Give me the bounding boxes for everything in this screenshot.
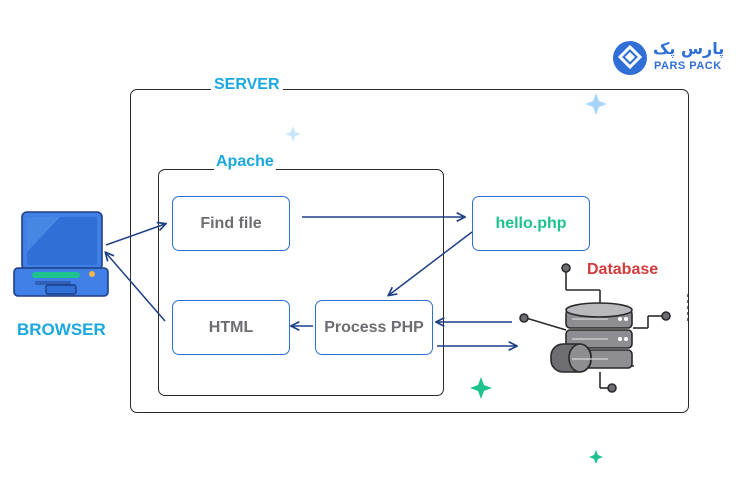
- sparkle-icon: [470, 377, 492, 399]
- server-container: [130, 89, 689, 413]
- apache-title: Apache: [214, 153, 276, 171]
- sparkle-icon: [585, 93, 607, 115]
- browser-label: BROWSER: [17, 320, 106, 339]
- arrow-browser-to-find: [105, 224, 165, 246]
- find-file-node: Find file: [172, 196, 290, 251]
- database-label: Database: [587, 261, 659, 278]
- laptop-icon: [13, 211, 109, 297]
- sparkle-icon: [589, 450, 603, 464]
- database-icon: [519, 263, 671, 393]
- brand-name-fa: پارس پک: [653, 39, 725, 58]
- pars-pack-logo-icon: [613, 41, 647, 75]
- apache-container: [158, 169, 444, 396]
- arrow-html-to-browser: [106, 253, 166, 322]
- arrow-hello-to-process: [389, 231, 473, 295]
- hello-php-node: hello.php: [472, 196, 590, 251]
- pars-pack-logo: پارس پک PARS PACK: [612, 39, 742, 76]
- brand-name-en: PARS PACK: [654, 60, 722, 72]
- server-title: SERVER: [211, 76, 283, 94]
- process-php-node: Process PHP: [315, 300, 433, 355]
- html-node: HTML: [172, 300, 290, 355]
- sparkle-icon: [285, 126, 301, 142]
